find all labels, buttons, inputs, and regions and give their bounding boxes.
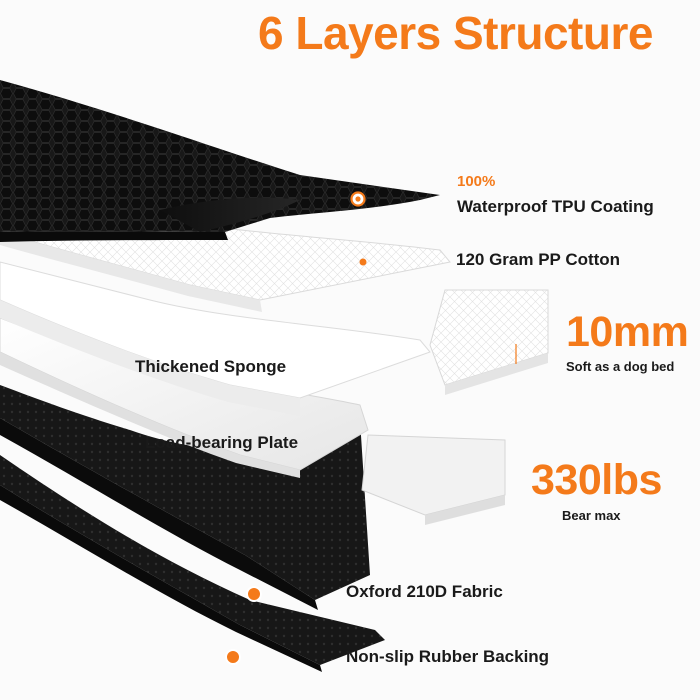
load-note: Bear max [562,508,621,523]
thickness-value: 10mm [566,308,689,356]
tpu-layer [0,80,440,232]
rubber-layer [0,455,385,665]
sponge-zoom-inset [429,289,549,395]
thickness-note: Soft as a dog bed [566,359,675,374]
oxford-fabric-layer [0,385,370,600]
sponge-layer [0,261,431,399]
tpu-prefix: 100% [457,173,496,190]
pp-cotton-label: 120 Gram PP Cotton [456,250,621,269]
oxford-fabric-label: Oxford 210D Fabric [346,582,503,601]
tpu-label: Waterproof TPU Coating [457,197,654,216]
plate-zoom-inset [361,434,506,525]
load-value: 330lbs [531,456,662,504]
sponge-label: Thickened Sponge [135,357,287,376]
plate-label: Load-bearing Plate [145,433,299,452]
page-title: 6 Layers Structure [258,7,653,59]
rubber-label: Non-slip Rubber Backing [346,647,550,666]
callout-markers [225,191,367,665]
